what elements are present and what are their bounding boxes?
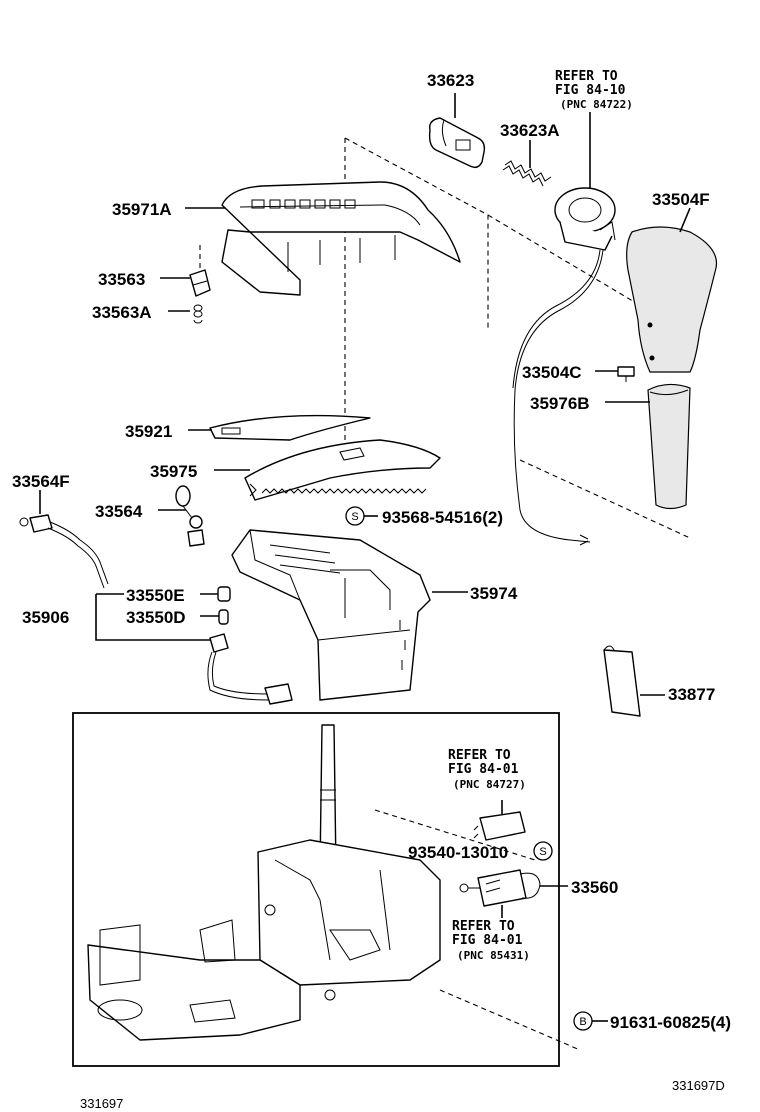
caution-label-33877-part (603, 645, 641, 717)
label-33623: 33623 (427, 71, 474, 90)
label-33623A: 33623A (500, 121, 560, 140)
svg-text:FIG 84-01: FIG 84-01 (452, 933, 523, 948)
label-35921: 35921 (125, 422, 172, 441)
label-35971A: 35971A (112, 200, 172, 219)
harness-35906-part (207, 633, 293, 705)
label-33504C: 33504C (522, 363, 582, 382)
bulb-33550D-part (218, 609, 229, 625)
svg-text:FIG 84-10: FIG 84-10 (555, 83, 626, 98)
refer-note-85431: REFER TO FIG 84-01 (PNC 85431) (452, 919, 530, 962)
svg-text:REFER TO: REFER TO (448, 748, 511, 763)
bracket-35906 (95, 593, 210, 641)
svg-text:(PNC 84722): (PNC 84722) (560, 98, 633, 111)
bulb-33563A-part (193, 304, 203, 324)
leader-33504F (679, 207, 691, 233)
cable-33564F-part (19, 514, 109, 589)
button-33623-part (428, 117, 486, 169)
knob-lock-ring-part (512, 187, 616, 546)
screw-symbol-93568: S (345, 506, 378, 526)
bulb-33550E-part (217, 586, 231, 602)
label-91631: 91631-60825(4) (610, 1013, 731, 1032)
label-93540: 93540-13010 (408, 843, 508, 862)
bulb-socket-33563-part (189, 269, 211, 297)
label-35975: 35975 (150, 462, 197, 481)
indicator-housing-35974-part (231, 529, 431, 701)
svg-text:REFER TO: REFER TO (555, 69, 618, 84)
label-33560: 33560 (571, 878, 618, 897)
stop-lamp-switch-part (473, 811, 526, 841)
label-33504F: 33504F (652, 190, 710, 209)
svg-text:REFER TO: REFER TO (452, 919, 515, 934)
label-35976B: 35976B (530, 394, 590, 413)
label-33564: 33564 (95, 502, 143, 521)
label-33877: 33877 (668, 685, 715, 704)
label-33563: 33563 (98, 270, 145, 289)
label-35974: 35974 (470, 584, 518, 603)
label-33563A: 33563A (92, 303, 152, 322)
label-35906: 35906 (22, 608, 69, 627)
screw-33504C-part (617, 366, 635, 382)
boot-35976B-part (647, 383, 691, 510)
label-93568: 93568-54516(2) (382, 508, 503, 527)
label-33550D: 33550D (126, 608, 186, 627)
refer-note-84727: REFER TO FIG 84-01 (PNC 84727) (448, 748, 526, 791)
plate-35921-part (209, 414, 371, 441)
svg-text:S: S (539, 846, 546, 858)
screw-symbol-93540: S (533, 841, 553, 861)
shift-lever-assembly-33560-part (87, 724, 441, 1041)
bezel-35971A-part (221, 181, 461, 296)
label-33564F: 33564F (12, 472, 70, 491)
figure-id-left: 331697 (80, 1096, 123, 1111)
label-33550E: 33550E (126, 586, 185, 605)
bolt-symbol-91631: B (573, 1011, 608, 1031)
figure-id-right: 331697D (672, 1078, 725, 1093)
spring-33623A-part (502, 160, 552, 187)
assembly-33560-frame (72, 712, 560, 1067)
svg-text:S: S (351, 511, 358, 523)
key-cylinder-33564-part (175, 485, 205, 547)
slide-cover-35975-part (244, 439, 441, 501)
svg-text:(PNC 85431): (PNC 85431) (457, 949, 530, 962)
svg-text:(PNC 84727): (PNC 84727) (453, 778, 526, 791)
shift-knob-33504F-part (626, 226, 718, 373)
svg-text:B: B (579, 1016, 586, 1028)
svg-text:FIG 84-01: FIG 84-01 (448, 762, 519, 777)
shift-lock-solenoid-part (459, 869, 541, 907)
refer-note-84-10: REFER TO FIG 84-10 (PNC 84722) (555, 69, 633, 111)
